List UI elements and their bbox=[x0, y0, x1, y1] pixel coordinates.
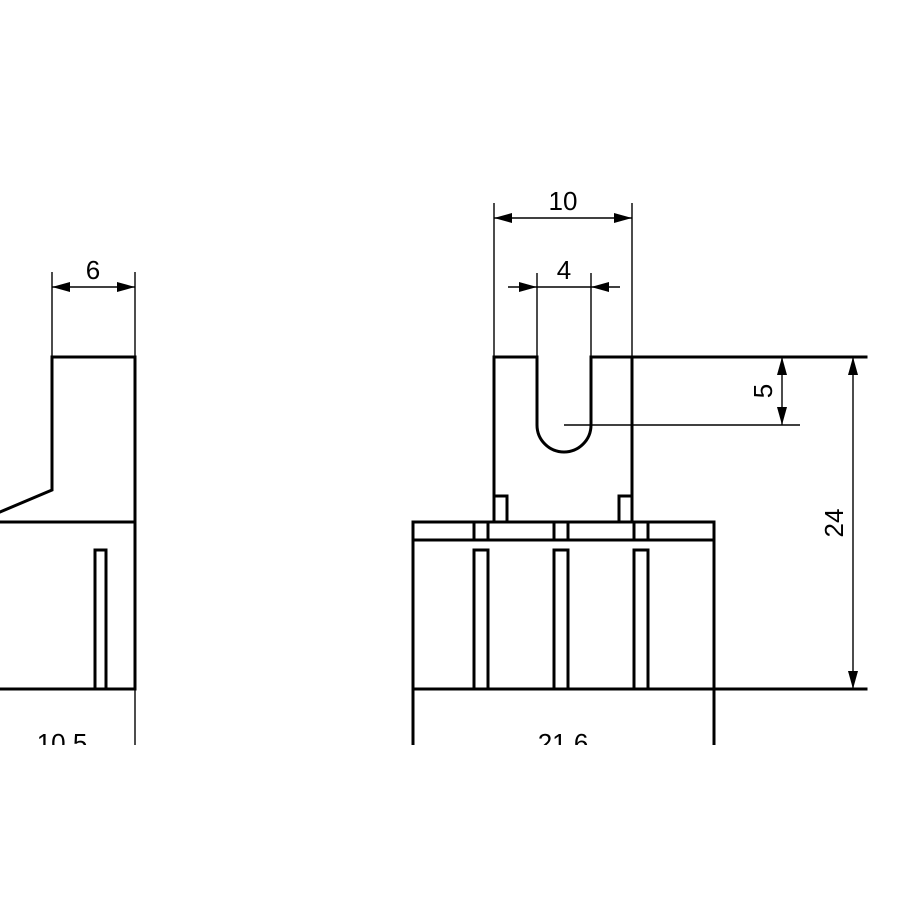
dimension-total-height: 24 bbox=[819, 357, 858, 689]
top-strip-notches bbox=[472, 520, 650, 542]
upper-block-outline bbox=[492, 355, 634, 524]
dimension-left-top-width: 6 bbox=[51, 255, 136, 357]
left-view-slot bbox=[93, 548, 108, 691]
left-view-outline bbox=[0, 355, 137, 691]
dimension-slot-width: 4 bbox=[508, 255, 620, 357]
dimension-label-4: 4 bbox=[557, 255, 571, 285]
dimension-label-10: 10 bbox=[549, 186, 578, 216]
left-side-view: 6 10.5 bbox=[0, 255, 137, 758]
lower-block-outline bbox=[411, 520, 716, 747]
dimension-slot-depth: 5 bbox=[564, 357, 800, 426]
dimension-label-5: 5 bbox=[748, 384, 778, 398]
dimension-upper-block-width: 10 bbox=[493, 186, 633, 357]
upper-block-right-foot bbox=[617, 494, 634, 524]
comb-slots bbox=[472, 548, 650, 691]
right-front-view: 10 4 5 24 21.6 bbox=[411, 186, 868, 758]
crop-mask bbox=[0, 745, 900, 900]
upper-block-left-foot bbox=[492, 494, 509, 524]
dimension-label-24: 24 bbox=[819, 509, 849, 538]
dimension-label-6: 6 bbox=[86, 255, 100, 285]
